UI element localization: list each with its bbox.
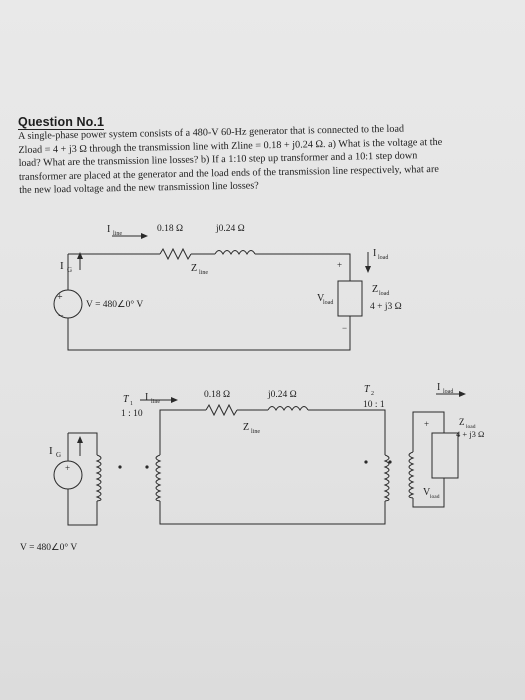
c1-inductor <box>214 250 256 256</box>
c1-zload-label: Z <box>372 284 378 295</box>
c1-zload-value: 4 + j3 Ω <box>370 302 402 312</box>
c1-source-minus: − <box>58 311 64 322</box>
c2-t1-label: T <box>123 394 130 405</box>
c2-zload-value: 4 + j3 Ω <box>456 429 484 439</box>
c2-iload-label: I <box>437 382 440 393</box>
c1-vload-sub: load <box>323 300 333 306</box>
c2-load-box <box>431 432 459 479</box>
c1-load-plus: + <box>337 260 342 270</box>
c2-zline-sub: line <box>251 429 260 435</box>
c2-t2-dot-left <box>364 460 368 464</box>
c1-resistor <box>159 247 192 261</box>
c1-source-plus: + <box>57 292 63 303</box>
c1-zline-sub: line <box>199 270 208 276</box>
c2-vload-label: V <box>423 487 431 498</box>
c2-wire-line-top-left <box>159 409 206 455</box>
c2-t1-ratio: 1 : 10 <box>121 409 143 419</box>
c2-iload-sub: load <box>443 389 453 395</box>
c1-wire-left-bottom <box>67 316 351 351</box>
c1-iline-label: I <box>107 224 110 235</box>
c2-wire-line-bottom <box>159 501 386 525</box>
c2-zload-label: Z <box>459 417 465 427</box>
c1-load-minus: − <box>342 323 347 333</box>
c2-iline-sub: line <box>151 399 160 405</box>
c2-ig-sub: G <box>56 451 61 459</box>
c2-t2-ratio: 10 : 1 <box>363 400 385 410</box>
c2-source-label: V = 480∠0° V <box>20 542 77 553</box>
c2-zload-sub: load <box>466 424 476 430</box>
c2-t1-primary <box>95 454 102 502</box>
c2-resistor <box>205 403 238 417</box>
c2-wire-load-top <box>412 411 445 452</box>
c1-vload-label: V <box>317 293 325 304</box>
c1-iload-sub: load <box>378 255 388 261</box>
c1-iload-label: I <box>373 248 376 259</box>
c2-t1-secondary <box>155 454 162 502</box>
question-title: Question No.1 <box>18 115 105 130</box>
c2-source <box>53 460 83 490</box>
c1-zline-label: Z <box>191 263 197 274</box>
c2-source-plus: + <box>65 463 70 473</box>
c2-t2-sub: 2 <box>371 391 374 397</box>
c2-t2-label: T <box>364 384 371 395</box>
c1-iline-sub: line <box>113 231 122 237</box>
c2-inductor <box>267 406 309 412</box>
c1-source-label: V = 480∠0° V <box>86 299 143 310</box>
c2-t1-sub: 1 <box>130 401 133 407</box>
c2-wire-line-top-right <box>308 409 386 455</box>
c2-zline-label: Z <box>243 422 249 433</box>
c2-x-line: j0.24 Ω <box>267 390 297 400</box>
c2-load-plus: + <box>424 419 429 429</box>
c2-wire-load-bottom <box>412 478 445 508</box>
c1-x-line: j0.24 Ω <box>215 224 245 234</box>
c2-t2-secondary <box>408 451 415 499</box>
c2-t1-dot-right <box>145 465 149 469</box>
c1-wire-top-right <box>255 253 351 281</box>
c2-t1-dot-left <box>118 465 122 469</box>
c2-wire-left-bottom <box>67 489 98 526</box>
c1-ig-sub: G <box>67 266 72 274</box>
c2-r-line: 0.18 Ω <box>204 390 230 400</box>
c2-t2-dot-right <box>388 460 392 464</box>
c1-r-line: 0.18 Ω <box>157 224 183 234</box>
c1-ig-label: I <box>60 260 64 272</box>
c1-load-box <box>337 280 363 317</box>
c2-wire-left-top <box>68 432 98 455</box>
c2-iline-label: I <box>145 392 148 403</box>
c2-vload-sub: load <box>430 494 440 500</box>
c2-ig-label: I <box>49 445 53 457</box>
c2-t2-primary <box>383 454 390 502</box>
c1-zload-sub: load <box>379 291 389 297</box>
c1-source <box>53 289 83 319</box>
